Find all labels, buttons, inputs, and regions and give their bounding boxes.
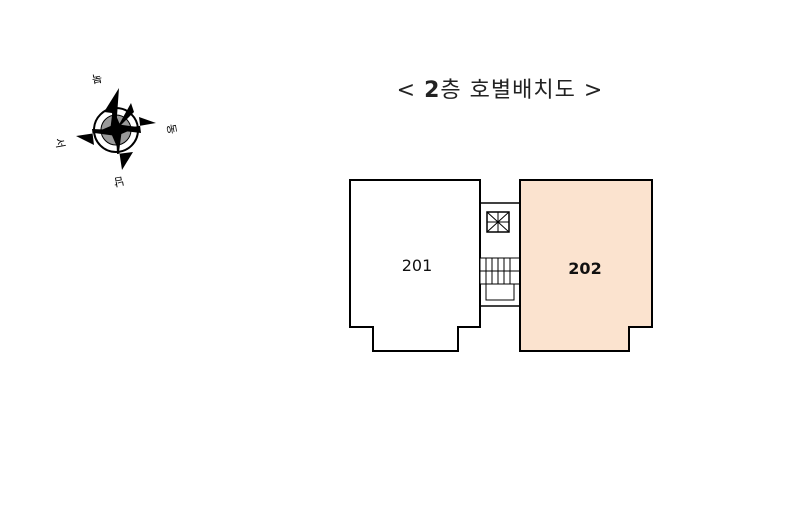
title-open-bracket: < — [396, 78, 417, 103]
title-floor-number: 2 — [424, 78, 441, 103]
title-text: 호별배치도 — [469, 78, 576, 103]
unit-201[interactable] — [349, 179, 481, 352]
compass-north-arrow — [116, 103, 134, 130]
unit-202-label: 202 — [568, 259, 601, 278]
unit-202[interactable] — [519, 179, 653, 352]
compass-north-label: 북 — [91, 71, 103, 86]
compass-south-label: 남 — [113, 174, 125, 189]
corridor-walls — [480, 202, 520, 307]
compass-west-label: 서 — [52, 137, 67, 149]
unit-201-label: 201 — [402, 256, 433, 275]
staircase — [479, 257, 521, 301]
floor-plan: 201 202 — [349, 179, 653, 352]
compass-south-needle — [116, 130, 133, 170]
title-floor-unit: 층 — [440, 78, 462, 103]
page-title: < 2층 호별배치도 > — [0, 72, 800, 104]
compass-west-needle — [76, 129, 116, 145]
elevator-x-icon — [486, 211, 510, 233]
compass-rose: 북 동 남 서 — [52, 71, 179, 189]
compass-star-horizontal — [94, 124, 138, 136]
compass-east-label: 동 — [164, 123, 179, 135]
title-close-bracket: > — [583, 78, 604, 103]
